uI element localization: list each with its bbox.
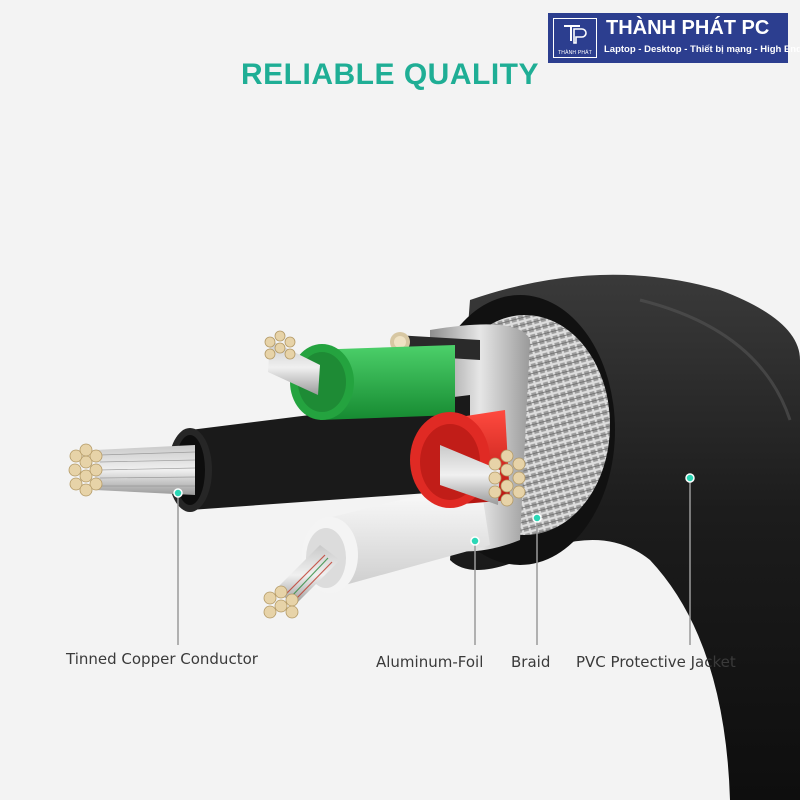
conductor-dot (173, 488, 183, 498)
label-conductor: Tinned Copper Conductor (66, 650, 258, 668)
page-title: RELIABLE QUALITY (241, 58, 539, 91)
label-braid: Braid (511, 653, 551, 671)
brand-name: THÀNH PHÁT PC (606, 17, 770, 39)
foil-dot (470, 536, 480, 546)
jacket-dot (685, 473, 695, 483)
braid-dot (532, 513, 542, 523)
brand-tagline: Laptop - Desktop - Thiết bị mạng - High … (604, 44, 800, 55)
brand-mark: THÀNH PHÁT (553, 18, 597, 58)
copper-bundle-green (264, 330, 296, 360)
brand-logo: THÀNH PHÁT THÀNH PHÁT PC Laptop - Deskto… (548, 13, 800, 63)
label-jacket: PVC Protective Jacket (576, 653, 736, 671)
black-sheath (190, 395, 470, 510)
copper-bundle-red (488, 449, 526, 507)
label-foil: Aluminum-Foil (376, 653, 484, 671)
copper-bundle-white (263, 585, 299, 619)
copper-bundle-left (68, 443, 103, 497)
brand-mark-text: THÀNH PHÁT (558, 50, 592, 56)
